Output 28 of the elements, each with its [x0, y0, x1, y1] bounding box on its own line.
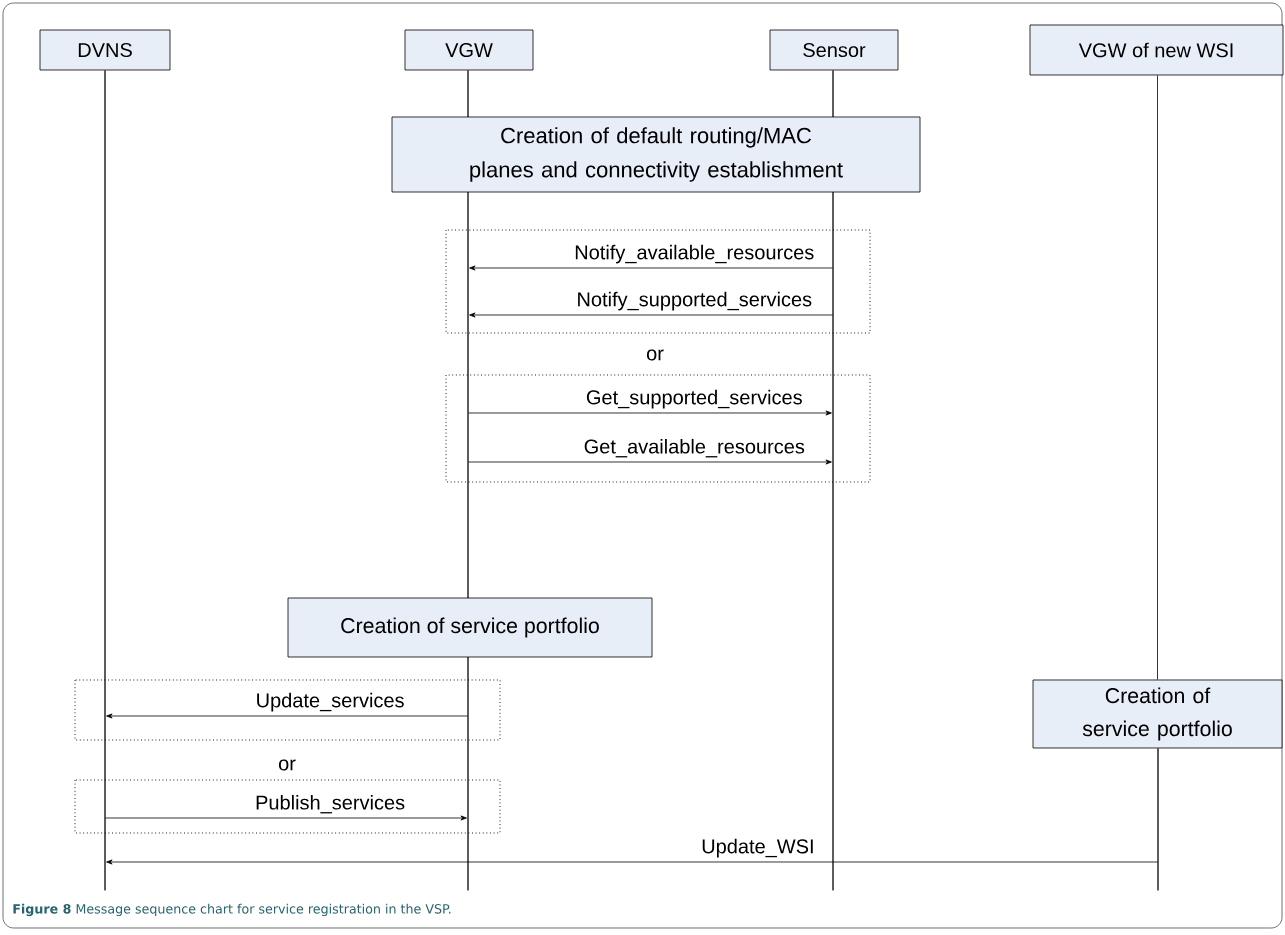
activity-box: Creation of default routing/MAC planes and connectivity establishment — [391, 116, 921, 193]
message-arrow — [106, 859, 1158, 865]
message-label: Publish_services — [256, 794, 405, 814]
lifeline — [1157, 75, 1158, 680]
participant-box: DVNS — [39, 29, 171, 71]
lifeline — [104, 70, 106, 891]
caption: Figure 8 Message sequence chart for service registration in the VSP. — [13, 903, 451, 917]
message-arrow — [468, 459, 832, 465]
message-arrow — [469, 265, 833, 271]
activity-box: Creation of service portfolio — [287, 597, 653, 658]
message-label: Get_supported_services — [586, 389, 802, 409]
message-label: Notify_available_resources — [575, 244, 814, 264]
message-arrow — [105, 815, 467, 821]
message-arrow — [469, 312, 833, 318]
lifeline — [1157, 748, 1159, 891]
participant-box: VGW — [404, 29, 534, 71]
lifeline — [832, 70, 834, 891]
activity-box: Creation of service portfolio — [1032, 679, 1283, 749]
alternative-label: or — [278, 759, 296, 771]
message-label: Notify_supported_services — [578, 291, 812, 311]
participant-box: Sensor — [769, 29, 899, 71]
participant-box: VGW of new WSI — [1029, 24, 1284, 76]
alternative-label: or — [646, 349, 664, 361]
message-label: Update_services — [257, 692, 404, 712]
message-label: Update_WSI — [702, 838, 813, 858]
message-arrow — [468, 410, 832, 416]
message-arrow — [106, 713, 468, 719]
message-label: Get_available_resources — [584, 438, 805, 458]
